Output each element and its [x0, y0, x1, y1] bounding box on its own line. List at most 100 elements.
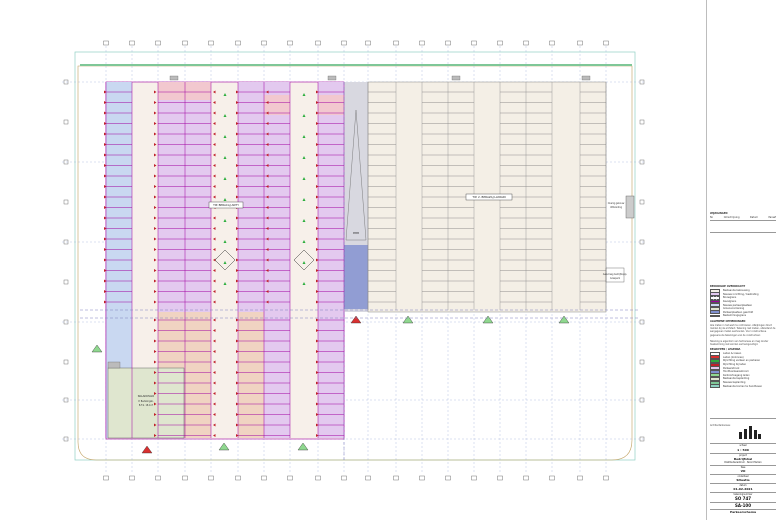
direction-arrow: [302, 282, 306, 285]
direction-arrow: [316, 90, 319, 94]
direction-arrow: [213, 423, 216, 427]
direction-arrow: [236, 195, 239, 199]
direction-arrow: [266, 300, 269, 304]
direction-arrow: [223, 114, 227, 117]
direction-arrow: [223, 93, 227, 96]
direction-arrow: [213, 195, 216, 199]
direction-arrow: [316, 195, 319, 199]
grid-bubble: [471, 475, 477, 481]
grid-bubble: [155, 40, 161, 46]
swatch: [710, 355, 720, 360]
direction-arrow: [154, 122, 157, 125]
legend2-item: Nieuwe beplanting: [710, 380, 776, 385]
swatch: [710, 288, 720, 293]
notes-text: Alle maten in het werk te controleren. A…: [710, 324, 776, 337]
direction-arrow: [154, 371, 157, 374]
direction-arrow: [154, 329, 157, 332]
direction-arrow: [316, 318, 319, 322]
direction-arrow: [104, 258, 107, 262]
direction-arrow: [266, 101, 269, 104]
grid-bubble: [129, 40, 135, 46]
direction-arrow: [154, 434, 157, 437]
direction-arrow: [154, 290, 157, 293]
grid-bubble: [208, 40, 214, 46]
direction-arrow: [316, 216, 319, 220]
hatch-label: MMM: [353, 232, 359, 235]
grid-bubble: [603, 475, 609, 481]
grid-bubble: [315, 475, 321, 481]
direction-arrow: [236, 392, 239, 395]
grid-bubble: [155, 475, 161, 481]
direction-arrow: [236, 402, 239, 406]
direction-arrow: [236, 101, 239, 104]
direction-arrow: [236, 258, 239, 262]
direction-arrow: [316, 248, 319, 251]
grid-bubble: [445, 475, 451, 481]
side-note2: Grasperk: [610, 277, 621, 280]
legend2-item: Laden (kolonnes): [710, 355, 776, 360]
legend2-label: Hoofdverkeersstroom: [723, 370, 749, 374]
direction-arrow: [266, 290, 269, 293]
direction-arrow: [316, 258, 319, 262]
direction-arrow: [236, 164, 239, 167]
direction-arrow: [236, 132, 239, 136]
direction-arrow: [316, 269, 319, 272]
grid-bubble: [341, 475, 347, 481]
direction-arrow: [266, 185, 269, 188]
direction-arrow: [266, 143, 269, 146]
grid-bubble: [445, 40, 451, 46]
direction-arrow: [266, 132, 269, 136]
legend-item: Groenvoorziening: [710, 306, 776, 311]
direction-arrow: [213, 101, 216, 104]
direction-arrow: [223, 156, 227, 159]
direction-arrow: [104, 153, 107, 157]
date-label: datum: [739, 484, 747, 487]
legend2-item: Bestaande beplanting: [710, 376, 776, 381]
divider: [710, 220, 776, 221]
phase-value: VO: [740, 469, 746, 473]
direction-arrow: [213, 90, 216, 94]
direction-arrow: [316, 290, 319, 293]
direction-arrow: [154, 101, 157, 104]
direction-arrow: [213, 153, 216, 157]
direction-arrow: [316, 153, 319, 157]
direction-arrow: [266, 269, 269, 272]
divider: [710, 453, 776, 454]
legend2-label: Laden (kolonnes): [723, 355, 744, 359]
direction-arrow: [104, 279, 107, 283]
swatch: [710, 292, 720, 297]
direction-arrow: [266, 248, 269, 251]
direction-arrow: [316, 413, 319, 416]
grid-bubble: [639, 359, 645, 365]
legend-title: BENODIGDE OVERDRACHT: [710, 285, 746, 288]
zone-label-a-text: TIP. BPRACAJ ANTY: [212, 203, 239, 207]
legend-item: Bestaande bebouwing: [710, 288, 776, 293]
direction-arrow: [154, 90, 157, 94]
direction-arrow: [236, 300, 239, 304]
swatch: [710, 369, 720, 374]
direction-arrow: [213, 122, 216, 125]
direction-arrow: [213, 174, 216, 178]
revisions-header: WIJZIGINGEN: [710, 212, 728, 215]
direction-arrow: [213, 339, 216, 343]
direction-arrow: [104, 122, 107, 125]
legend2-label: Laden & lossen: [723, 352, 742, 356]
project-label: project: [739, 454, 747, 457]
turning-diamonds: [214, 109, 367, 271]
entrance-green: [558, 315, 570, 324]
direction-arrow: [154, 143, 157, 146]
direction-arrow: [316, 143, 319, 146]
divider: [710, 418, 776, 419]
site-boundary: [74, 51, 636, 461]
direction-arrow: [104, 206, 107, 209]
direction-arrow: [154, 339, 157, 343]
sheet-footer: Parkeerschema: [730, 510, 756, 514]
entrance-red: [141, 445, 153, 454]
divider: [710, 509, 776, 510]
direction-arrow: [236, 413, 239, 416]
grid-bubble: [393, 40, 399, 46]
direction-arrow: [154, 248, 157, 251]
direction-arrow: [236, 339, 239, 343]
legend2-title: BEGRIPPEN / LEGENDA: [710, 348, 741, 351]
legend2-label: Rijrichting bij laden: [723, 362, 747, 366]
